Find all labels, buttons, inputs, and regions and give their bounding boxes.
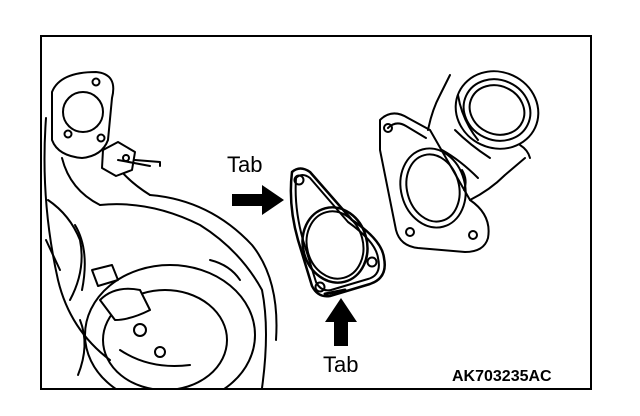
turbocharger-housing [43, 71, 278, 388]
elbow-pipe [379, 70, 540, 253]
arrow-right-icon [232, 185, 284, 215]
figure-code: AK703235AC [452, 368, 552, 385]
tab-label-bottom: Tab [323, 352, 359, 377]
arrow-up-icon [325, 298, 357, 346]
gasket [289, 167, 386, 298]
tab-label-top: Tab [227, 152, 263, 177]
